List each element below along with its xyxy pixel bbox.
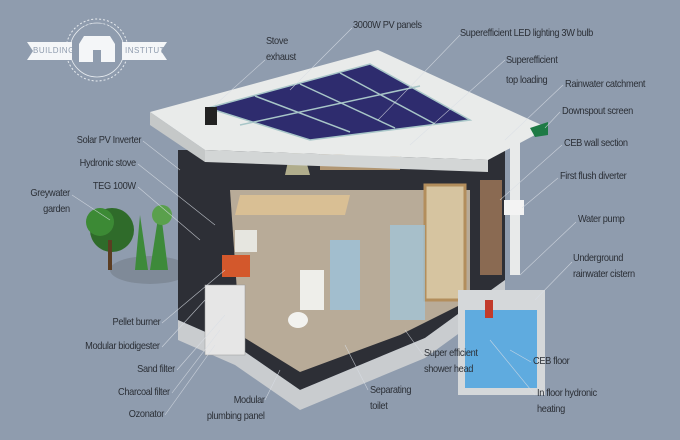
label-first-flush-diverter: First flush diverter bbox=[560, 170, 627, 182]
greywater-garden-plants bbox=[86, 205, 190, 284]
rainwater-system bbox=[458, 140, 545, 395]
downspout-screen bbox=[530, 122, 548, 137]
roof bbox=[150, 50, 548, 172]
label-hydronic-stove: Hydronic stove bbox=[79, 157, 137, 169]
label-solar-pv-inverter: Solar PV Inverter bbox=[76, 134, 142, 146]
label-ceb-floor: CEB floor bbox=[533, 355, 570, 367]
logo-text-open: OPEN bbox=[84, 22, 112, 32]
pellet-burner bbox=[222, 255, 250, 277]
first-flush-diverter bbox=[504, 200, 524, 215]
water-pump bbox=[485, 300, 493, 318]
label-rainwater-catchment: Rainwater catchment bbox=[565, 78, 646, 90]
loft-floor bbox=[235, 195, 350, 215]
label-ceb-wall-section: CEB wall section bbox=[564, 137, 628, 149]
cistern-water bbox=[465, 310, 537, 388]
shower bbox=[330, 240, 360, 310]
stove bbox=[235, 230, 257, 252]
door bbox=[423, 183, 467, 302]
label-charcoal-filter: Charcoal filter bbox=[118, 386, 170, 398]
toilet bbox=[288, 312, 308, 328]
logo-text-building: BUILDING bbox=[33, 46, 75, 55]
label-teg: TEG 100W bbox=[93, 180, 136, 192]
shower-glass bbox=[390, 225, 425, 320]
label-pellet-burner: Pellet burner bbox=[112, 316, 160, 328]
leader-lines bbox=[71, 27, 577, 416]
label-led-lighting: Superefficient LED lighting 3W bulb bbox=[460, 27, 593, 39]
ceb-wall bbox=[480, 180, 502, 275]
label-ozonator: Ozonator bbox=[128, 408, 165, 420]
sink-cabinet bbox=[300, 270, 324, 310]
label-water-pump: Water pump bbox=[578, 213, 625, 225]
label-pv-panels: 3000W PV panels bbox=[353, 19, 422, 31]
open-building-institute-logo: OPEN BUILDING INSTITUTE bbox=[27, 18, 170, 82]
biodigester-tank bbox=[204, 284, 246, 356]
label-sand-filter: Sand filter bbox=[137, 363, 175, 375]
house-logo-icon bbox=[79, 36, 115, 62]
label-modular-biodigester: Modular biodigester bbox=[85, 340, 161, 352]
logo-text-institute: INSTITUTE bbox=[125, 46, 171, 55]
stove-exhaust bbox=[205, 107, 217, 125]
label-downspout-screen: Downspout screen bbox=[562, 105, 633, 117]
